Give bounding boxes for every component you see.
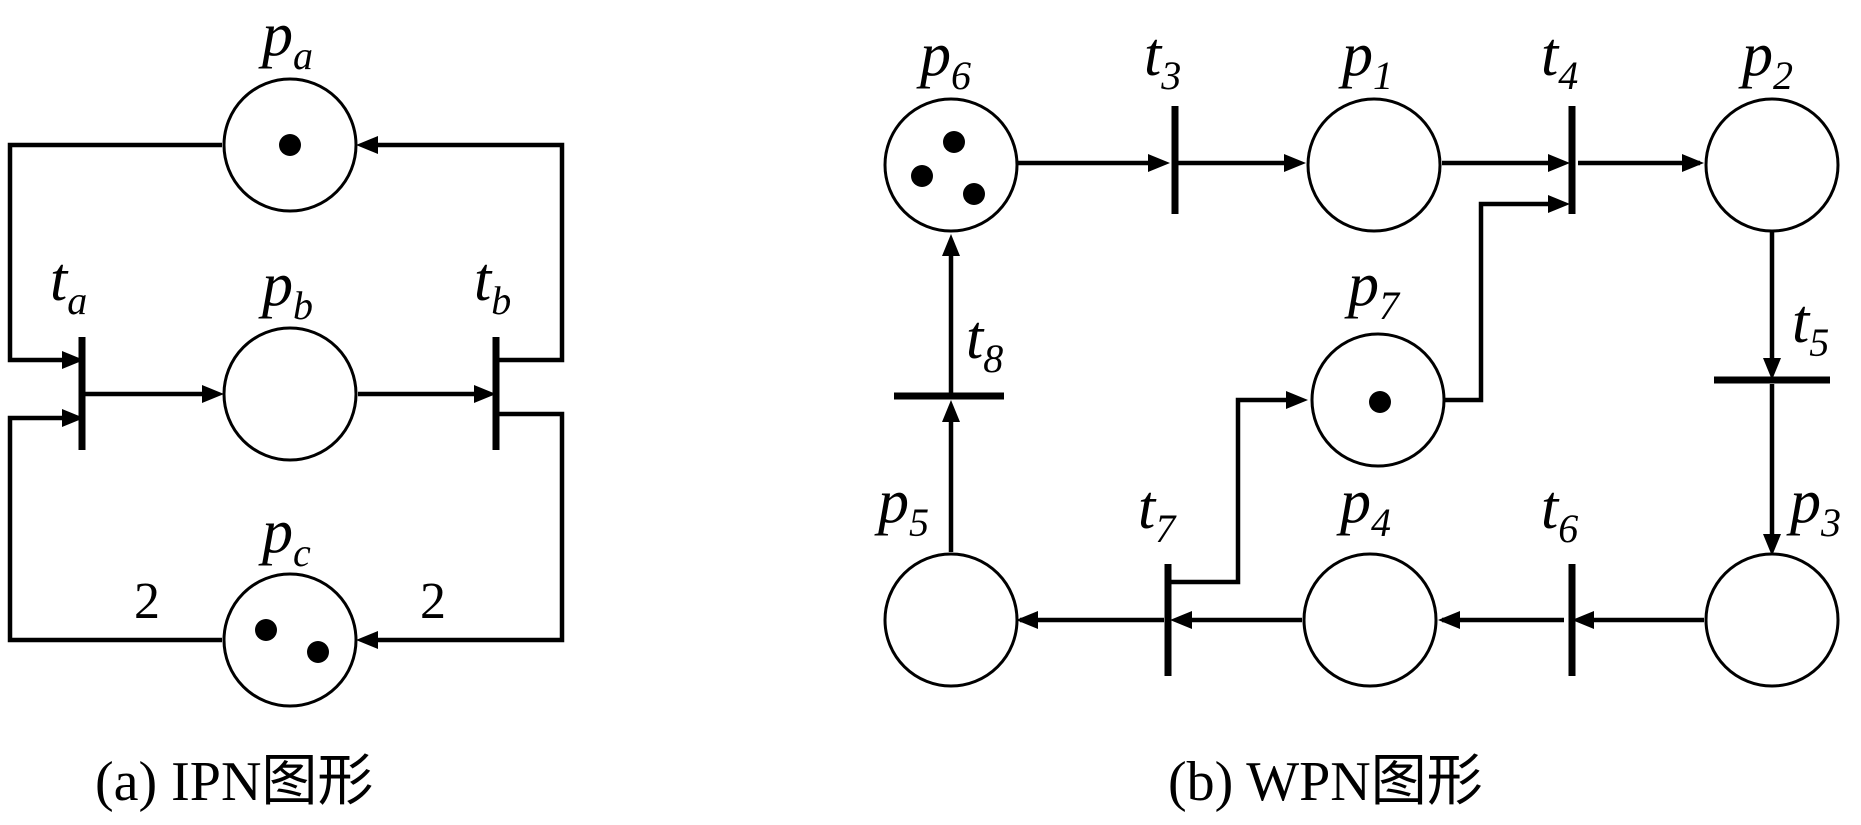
token [963, 183, 985, 205]
place-pb [222, 326, 358, 462]
token [1369, 391, 1391, 413]
place-pc [222, 572, 358, 708]
arrowhead [62, 409, 84, 427]
token [307, 641, 329, 663]
arrowhead [202, 385, 224, 403]
arc-tb-to-pc [364, 411, 565, 643]
place-p5 [883, 552, 1019, 688]
arrowhead [1148, 154, 1170, 172]
arc-pc-to-ta [7, 415, 222, 643]
arrowhead [1763, 358, 1781, 380]
label-t7: t7 [1138, 474, 1177, 551]
arrowhead [1016, 611, 1038, 629]
label-t3: t3 [1144, 21, 1181, 98]
label-p6: p6 [916, 21, 971, 98]
arrowhead [1438, 611, 1460, 629]
token [911, 165, 933, 187]
arc-pa-to-ta [7, 142, 222, 363]
label-t5: t5 [1792, 288, 1829, 365]
place-p2 [1704, 97, 1840, 233]
token [279, 134, 301, 156]
label-ta: ta [50, 246, 87, 323]
arc-t7-to-p7 [1168, 397, 1302, 585]
label-t4: t4 [1541, 21, 1578, 98]
arrowhead [356, 136, 378, 154]
caption-wpn: (b) WPN图形 [1168, 751, 1483, 813]
arrowhead [1572, 611, 1594, 629]
arrowhead [62, 351, 84, 369]
label-t6: t6 [1541, 474, 1578, 551]
place-p1 [1306, 97, 1442, 233]
token [943, 131, 965, 153]
label-pc: pc [258, 498, 311, 575]
caption-ipn: (a) IPN图形 [95, 751, 373, 813]
token [255, 619, 277, 641]
arrowhead [942, 234, 960, 256]
wpn-diagram: p6 p1 p2 p7 p5 p4 p3 t3 t4 t5 t6 t7 t8 (… [874, 21, 1841, 813]
arrowhead [1682, 154, 1704, 172]
label-p2: p2 [1738, 21, 1793, 98]
label-p1: p1 [1338, 21, 1393, 98]
arrowhead [1548, 195, 1570, 213]
arrowhead [942, 400, 960, 422]
arrowhead [1170, 611, 1192, 629]
label-p7: p7 [1344, 251, 1401, 328]
weight-pc-to-ta: 2 [134, 573, 160, 630]
arrowhead [356, 631, 378, 649]
arrowhead [1286, 391, 1308, 409]
place-p6 [883, 97, 1019, 233]
arrowhead [1284, 154, 1306, 172]
label-t8: t8 [966, 304, 1003, 381]
weight-tb-to-pc: 2 [420, 573, 446, 630]
place-p3 [1704, 552, 1840, 688]
label-tb: tb [474, 246, 511, 323]
place-p4 [1302, 552, 1438, 688]
arrowhead [474, 385, 496, 403]
label-p5: p5 [874, 468, 929, 545]
label-p4: p4 [1336, 468, 1391, 545]
arrowhead [1548, 154, 1570, 172]
arc-p7-to-t4 [1444, 201, 1564, 403]
label-p3: p3 [1786, 468, 1841, 545]
arrowhead [1763, 534, 1781, 556]
arc-tb-to-pa [364, 142, 565, 363]
label-pb: pb [258, 251, 313, 328]
label-pa: pa [258, 1, 313, 78]
ipn-diagram: pa pb pc ta tb 2 2 (a) IPN图形 [7, 1, 565, 813]
